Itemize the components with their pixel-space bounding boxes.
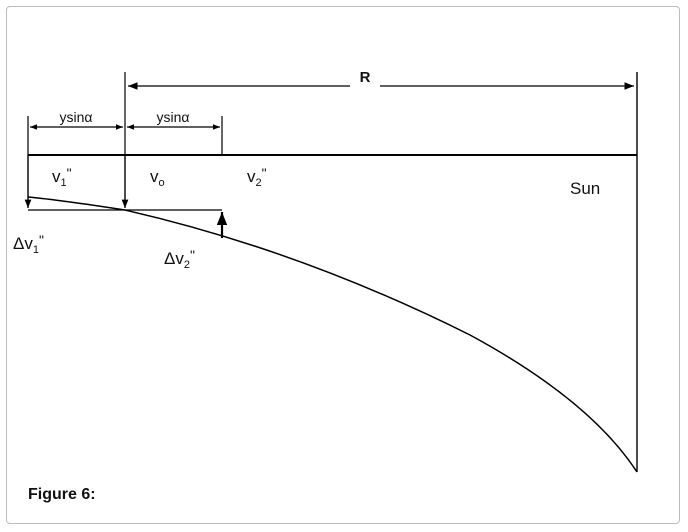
v2-label: v2" xyxy=(247,165,267,189)
figure-frame xyxy=(6,6,680,524)
dv1-label: Δv1" xyxy=(13,232,44,256)
curved-path xyxy=(27,196,638,473)
ysin-right-label: ysinα xyxy=(157,109,190,125)
vo-label: vo xyxy=(150,167,165,189)
figure-caption: Figure 6: xyxy=(28,486,96,503)
v1-label: v1" xyxy=(52,165,72,189)
sun-label: Sun xyxy=(570,179,600,198)
ysin-left-label: ysinα xyxy=(60,109,93,125)
r-label: R xyxy=(360,69,371,86)
dv2-label: Δv2" xyxy=(164,247,195,271)
